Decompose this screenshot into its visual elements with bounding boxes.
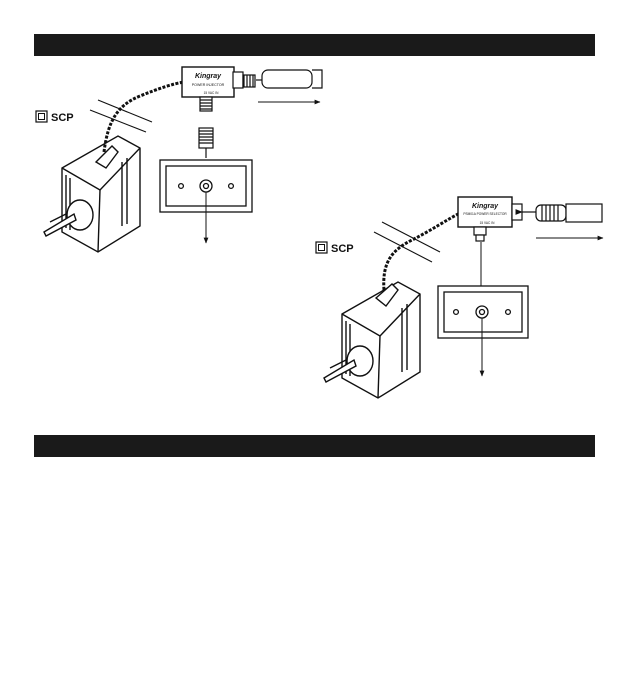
power-injector-left: Kingray POWER INJECTOR 15 VAC IN xyxy=(182,67,234,97)
scp-label-left: SCP xyxy=(36,111,74,124)
device-model-right: PSM01A POWER SELECTOR xyxy=(463,212,507,216)
power-selector-right: Kingray PSM01A POWER SELECTOR 15 VAC IN xyxy=(458,197,512,241)
scp-text-right: SCP xyxy=(331,243,354,255)
wall-plate-right xyxy=(438,286,528,338)
device-brand-right: Kingray xyxy=(472,203,499,210)
device-small-text-right: 15 VAC IN xyxy=(480,221,496,225)
left-installation: SCP Kingray POWER INJECTOR 15 VAC IN xyxy=(36,67,322,252)
device-model-left: POWER INJECTOR xyxy=(192,83,225,87)
coax-connector-left xyxy=(233,70,322,88)
plugpack-adaptor-right xyxy=(324,282,420,398)
power-cable-right xyxy=(374,212,462,290)
plugpack-adaptor-left xyxy=(44,136,140,252)
right-installation: SCP Kingray PSM01A POWER SELECTOR 15 VAC… xyxy=(316,197,603,398)
device-brand-left: Kingray xyxy=(195,73,222,80)
power-cable-left xyxy=(90,82,184,152)
scp-text-left: SCP xyxy=(51,112,74,124)
coax-link-left xyxy=(199,97,213,158)
coax-connector-right xyxy=(512,204,602,222)
device-small-text-left: 15 VAC IN xyxy=(204,91,220,95)
scp-label-right: SCP xyxy=(316,242,354,255)
